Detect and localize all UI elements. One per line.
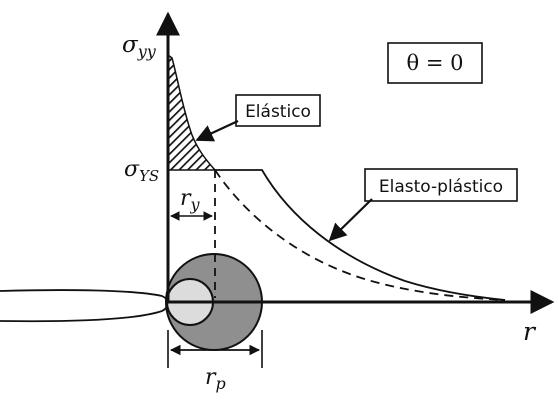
theta-label: θ = 0 — [407, 51, 464, 75]
x-axis-label: r — [523, 317, 537, 346]
theta-box — [387, 42, 483, 84]
crack-lower-lip — [0, 301, 169, 323]
elastoplastic-callout-box — [364, 168, 518, 202]
elastic-callout-arrow — [195, 120, 239, 142]
rp-label: rp — [205, 365, 226, 393]
y-axis-label: σyy — [122, 32, 157, 61]
elastic-label: Elástico — [245, 102, 311, 122]
crack-upper-lip — [0, 289, 169, 303]
yield-stress-label: σYS — [124, 157, 159, 185]
elastic-hatched-area — [167, 53, 217, 171]
elastoplastic-label: Elasto-plástico — [379, 177, 503, 197]
elastic-dashed-curve — [214, 169, 506, 301]
elastic-callout-box — [235, 94, 321, 127]
elastoplastic-curve — [215, 169, 506, 301]
ry-label: ry — [180, 186, 201, 214]
elastoplastic-callout-arrow — [328, 198, 373, 242]
